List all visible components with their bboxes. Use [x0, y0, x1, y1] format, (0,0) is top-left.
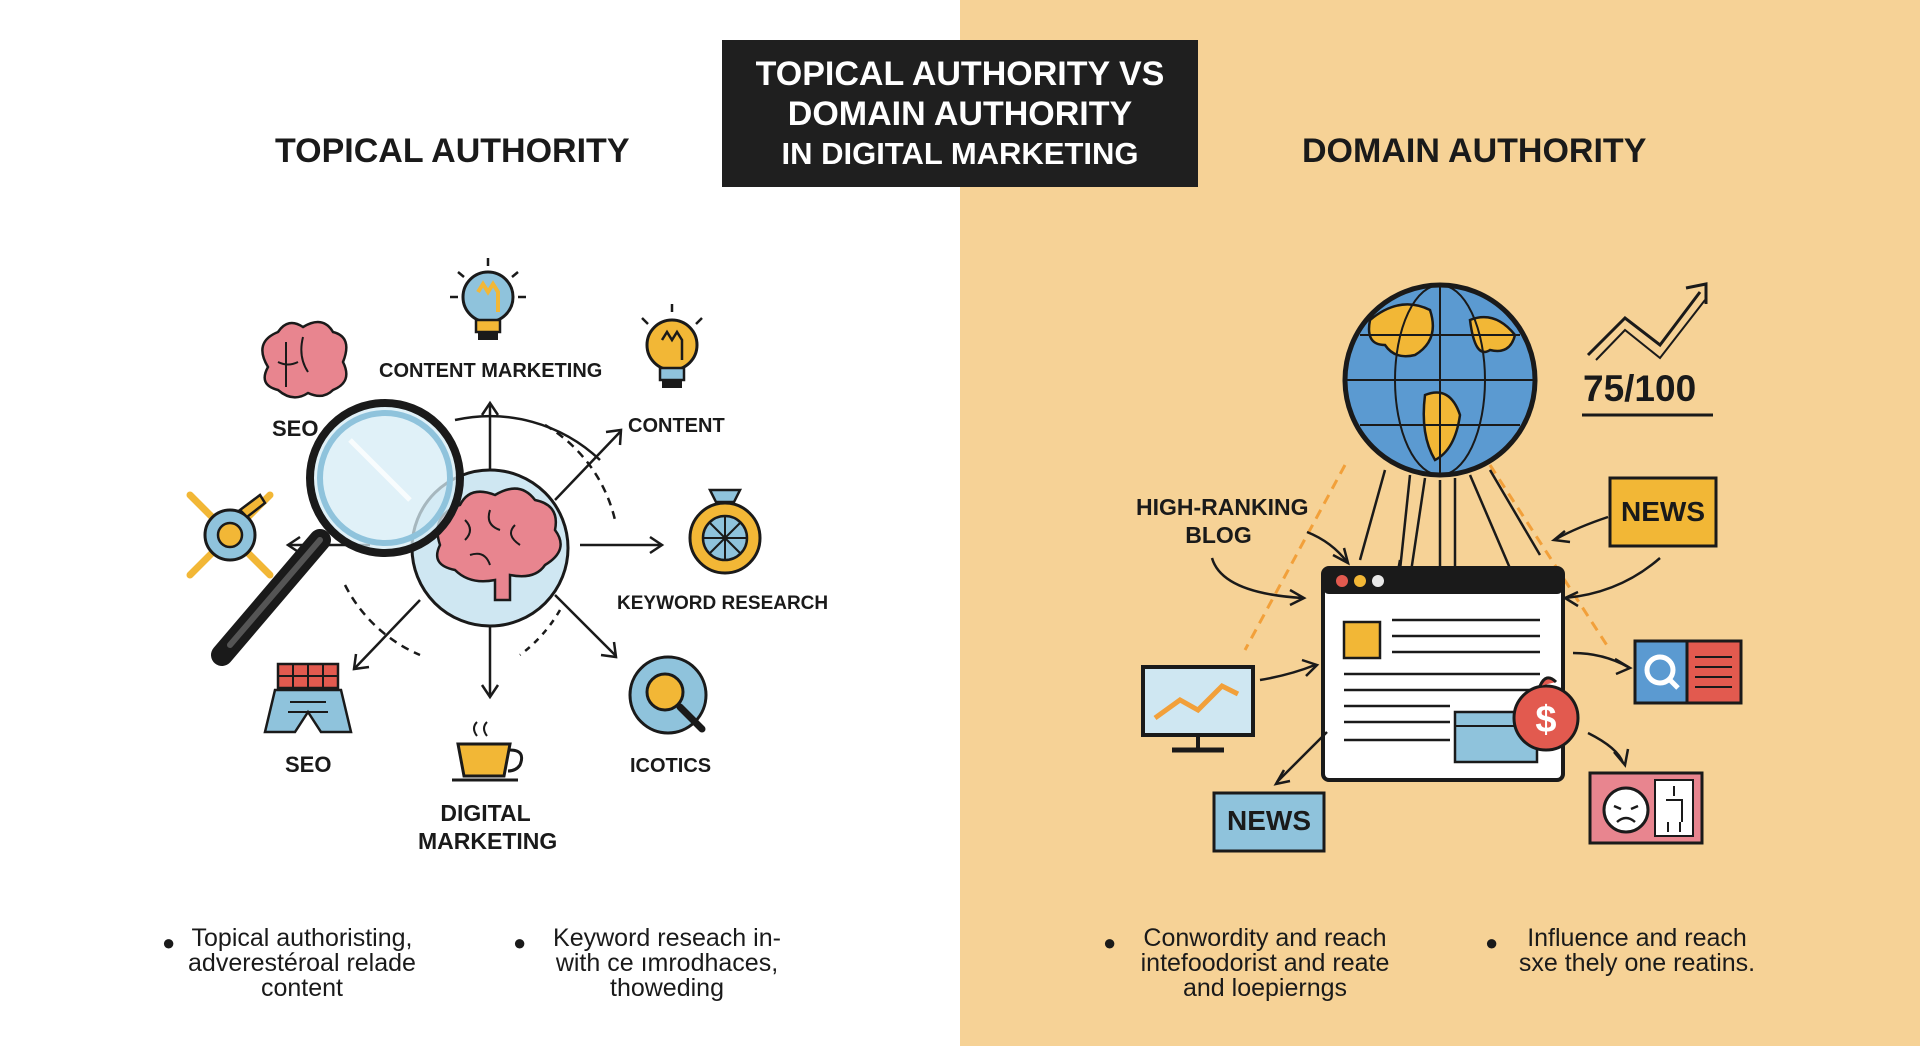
- brain-icon: [261, 320, 348, 399]
- label-keyword-research: KEYWORD RESEARCH: [617, 593, 829, 614]
- book-icon: [263, 662, 353, 734]
- domain-authority-heading: DOMAIN AUTHORITY: [1302, 132, 1647, 170]
- bullet-line: sxe thely one reatins.: [1518, 949, 1756, 977]
- label-marketing: MARKETING: [418, 828, 558, 854]
- compass-icon: [688, 488, 762, 575]
- bullet-dot: ●: [513, 930, 527, 955]
- bullet-line: content: [260, 974, 343, 1002]
- domain-score: 75/100: [1583, 368, 1697, 409]
- lightbulb-icon: [641, 304, 703, 388]
- label-high-ranking-blog: HIGH-RANKING BLOG: [1136, 493, 1309, 549]
- label-blog: BLOG: [1185, 522, 1252, 548]
- title-line-2: DOMAIN AUTHORITY: [787, 94, 1133, 133]
- label-seo-bottom: SEO: [285, 752, 332, 777]
- arrow-up-right: [554, 431, 621, 501]
- bullet-dot: ●: [1485, 930, 1499, 955]
- bullet-right-2: ● Influence and reach sxe thely one reat…: [1485, 924, 1787, 977]
- target-icon: [186, 491, 274, 579]
- bullet-line: Conwordity and reach: [1143, 924, 1387, 952]
- bullet-line: and loepierngs: [1182, 974, 1347, 1002]
- topical-authority-diagram: [186, 258, 762, 782]
- bullet-line: Influence and reach: [1527, 924, 1747, 952]
- label-news-bottom: NEWS: [1227, 805, 1311, 836]
- magnifier-icon: [211, 399, 464, 666]
- coffee-cup-icon: [452, 721, 524, 782]
- main-title: TOPICAL AUTHORITY VS DOMAIN AUTHORITY IN…: [722, 40, 1198, 187]
- bullet-right-1: ● Conwordity and reach intefoodorist and…: [1103, 924, 1415, 1002]
- bullet-line: intefoodorist and reate: [1140, 949, 1390, 977]
- bullet-left-1: ● Topical authoristing, adverestéroal re…: [152, 926, 452, 1001]
- arrow-down-right: [554, 594, 616, 656]
- title-line-1: TOPICAL AUTHORITY VS: [755, 54, 1165, 93]
- bullet-line: with ce ımrodhaces,: [555, 949, 779, 977]
- topical-authority-heading: TOPICAL AUTHORITY: [275, 132, 630, 170]
- label-icotics: ICOTICS: [630, 755, 712, 777]
- label-high-ranking: HIGH-RANKING: [1136, 494, 1309, 520]
- bullet-left-2: ● Keyword reseach in- with ce ımrodhaces…: [513, 924, 817, 1002]
- bullet-line: Topical authoristing,: [191, 924, 413, 952]
- label-seo-top: SEO: [272, 416, 319, 441]
- bullet-line: adverestéroal relade: [188, 949, 416, 977]
- label-news-top: NEWS: [1621, 496, 1705, 527]
- label-digital-marketing: DIGITAL MARKETING: [418, 799, 558, 855]
- lightbulb-icon: [450, 258, 526, 340]
- label-content: CONTENT: [628, 415, 725, 437]
- brain-icon: [435, 487, 562, 602]
- bullet-line: thoweding: [610, 974, 724, 1002]
- arrow-down-left: [354, 599, 421, 669]
- bullet-dot: ●: [1103, 930, 1117, 955]
- bullet-line: Keyword reseach in-: [553, 924, 781, 952]
- search-icon: [628, 655, 708, 735]
- label-content-marketing: CONTENT MARKETING: [379, 360, 603, 382]
- label-digital: DIGITAL: [440, 800, 531, 826]
- title-line-3: IN DIGITAL MARKETING: [781, 135, 1139, 171]
- bullet-dot: ●: [162, 930, 176, 955]
